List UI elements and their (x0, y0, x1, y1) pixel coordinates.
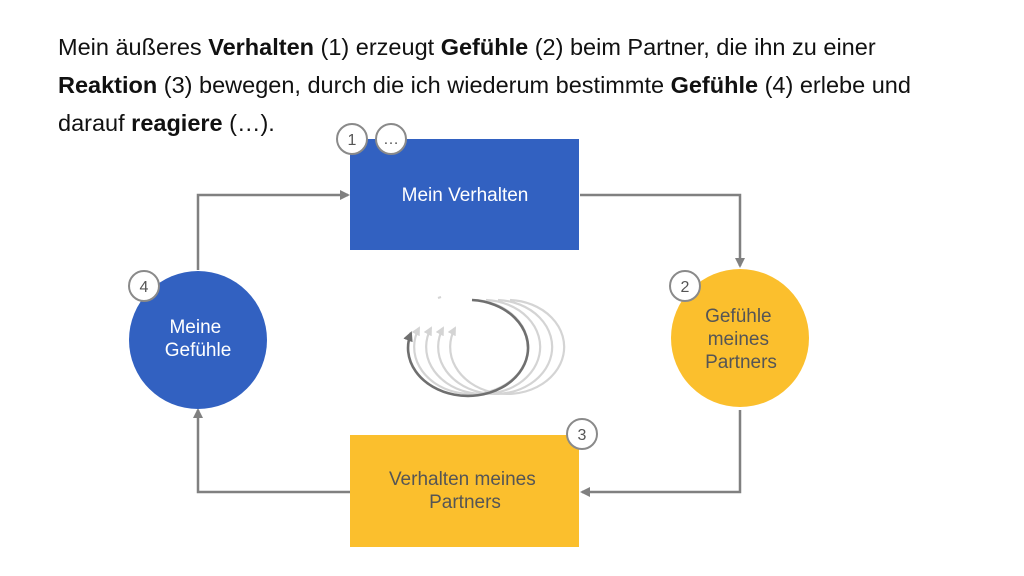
intro-part-5: (4) erlebe und darauf (58, 72, 911, 136)
node-partner-feelings-line1: Gefühle (705, 306, 772, 327)
cycle-icon (403, 296, 566, 398)
node-partner-behavior-label: Verhalten meines Partners (389, 469, 541, 513)
badge-3-number: 3 (578, 427, 587, 444)
node-partner-feelings-label: Gefühle meines Partners (705, 306, 777, 373)
intro-bold-verhalten: Verhalten (208, 34, 314, 60)
intro-part-3: (2) beim Partner, die ihn zu einer (528, 34, 876, 60)
node-partner-behavior-line1: Verhalten meines (389, 469, 536, 490)
badge-ellipsis-text: … (383, 131, 399, 148)
intro-bold-gefuehle: Gefühle (440, 34, 529, 60)
badge-ellipsis: … (375, 123, 407, 155)
node-my-feelings-line1: Meine (169, 317, 221, 338)
intro-part-4: (3) bewegen, durch die ich wiederum best… (157, 72, 671, 98)
intro-part-6: (…). (222, 110, 275, 136)
intro-part-2: (1) erzeugt (314, 34, 441, 60)
arrow-my-feelings-to-behavior (196, 190, 350, 270)
node-my-behavior (350, 139, 579, 250)
intro-bold-gefuehle-2: Gefühle (670, 72, 759, 98)
intro-bold-reagiere: reagiere (131, 110, 223, 136)
badge-2: 2 (669, 270, 701, 302)
node-partner-behavior (350, 435, 579, 547)
node-partner-feelings-line2: meines (708, 329, 769, 350)
intro-text: Mein äußeres Verhalten (1) erzeugt Gefüh… (58, 28, 958, 142)
badge-4-number: 4 (140, 279, 149, 296)
badge-3: 3 (566, 418, 598, 450)
badge-4: 4 (128, 270, 160, 302)
node-my-feelings (129, 271, 267, 409)
node-partner-behavior-line2: Partners (429, 492, 501, 513)
node-my-feelings-line2: Gefühle (165, 340, 232, 361)
node-my-behavior-label: Mein Verhalten (402, 185, 529, 206)
node-partner-feelings-line3: Partners (705, 352, 777, 373)
arrow-behavior-to-partner-feelings (580, 193, 745, 268)
badge-2-number: 2 (681, 279, 690, 296)
badge-1-number: 1 (348, 132, 357, 149)
intro-bold-reaktion: Reaktion (58, 72, 158, 98)
node-partner-feelings (671, 269, 809, 407)
badge-1: 1 (336, 123, 368, 155)
arrow-partner-behavior-to-my-feelings (193, 408, 350, 494)
intro-part-1: Mein äußeres (58, 34, 209, 60)
node-my-feelings-label: Meine Gefühle (165, 317, 232, 361)
arrow-partner-feelings-to-partner-behavior (580, 410, 742, 497)
